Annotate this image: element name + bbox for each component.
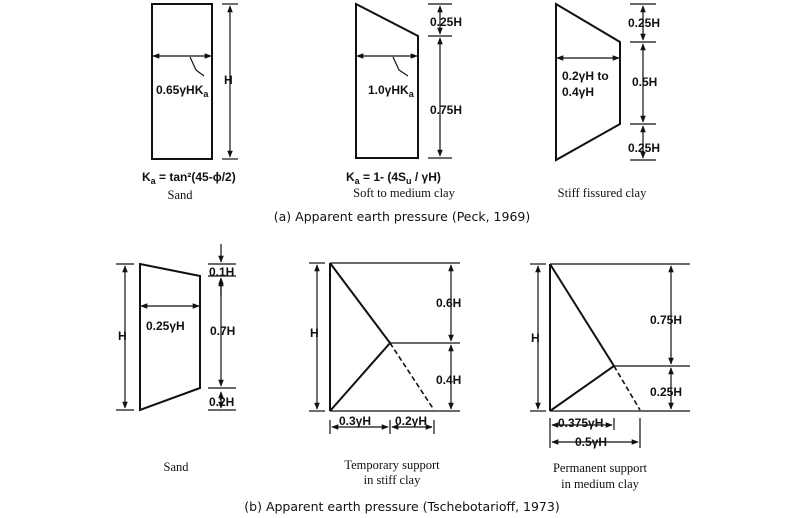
bottom-label: 0.25H: [650, 385, 682, 399]
ka-formula: Ka = tan²(45-ϕ/2): [142, 170, 236, 186]
soil-name: Sand: [168, 188, 194, 202]
dashed-extension: [613, 365, 641, 411]
pressure-label: 1.0γHKa: [368, 83, 415, 99]
peck-sand-diagram: 0.65γHKa H Ka = tan²(45-ϕ/2) Sand: [142, 3, 238, 202]
part-b-caption: (b) Apparent earth pressure (Tschebotari…: [244, 499, 559, 514]
bottom-label: 0.2H: [209, 395, 234, 409]
height-label: H: [310, 326, 319, 340]
tschebotarioff-temp-support-diagram: H 0.6H 0.4H 0.3γH 0.2γH Temporary suppor…: [309, 262, 461, 487]
pressure-label: 0.65γHKa: [156, 83, 209, 99]
peck-soft-clay-diagram: 1.0γHKa 0.25H 0.75H Ka = 1- (4Su / γH) S…: [346, 2, 462, 200]
support-name-line1: Temporary support: [344, 458, 440, 472]
height-label: H: [224, 73, 233, 87]
width2-label: 0.2γH: [395, 414, 427, 428]
tschebotarioff-perm-support-diagram: H 0.75H 0.25H 0.375γH 0.5γH Permanent su…: [530, 263, 690, 491]
middle-label: 0.7H: [210, 324, 235, 338]
part-a-caption: (a) Apparent earth pressure (Peck, 1969): [274, 209, 530, 224]
tschebotarioff-sand-diagram: H 0.25γH 0.1H 0.7H 0.2H Sand: [116, 244, 236, 474]
pressure-envelope: [329, 262, 392, 412]
width1-label: 0.375γH: [558, 416, 603, 430]
pressure-label-line2: 0.4γH: [562, 85, 594, 99]
support-name-line2: in stiff clay: [364, 473, 421, 487]
peck-stiff-clay-diagram: 0.2γH to 0.4γH 0.25H 0.5H 0.25H Stiff fi…: [555, 2, 660, 200]
top-label: 0.25H: [430, 15, 462, 29]
pressure-trapezoid: [139, 262, 201, 412]
bottom-label: 0.25H: [628, 141, 660, 155]
top-label: 0.25H: [628, 16, 660, 30]
middle-label: 0.5H: [632, 75, 657, 89]
support-name-line2: in medium clay: [561, 477, 640, 491]
leader-line: [189, 56, 205, 77]
top-label: 0.1H: [209, 265, 234, 279]
leader-line: [392, 56, 409, 77]
width2-label: 0.5γH: [575, 435, 607, 449]
width1-label: 0.3γH: [339, 414, 371, 428]
pressure-label: 0.25γH: [146, 319, 185, 333]
top-label: 0.75H: [650, 313, 682, 327]
height-label: H: [531, 331, 540, 345]
height-label: H: [118, 329, 127, 343]
pressure-trapezoid: [555, 2, 621, 162]
top-label: 0.6H: [436, 296, 461, 310]
ka-formula: Ka = 1- (4Su / γH): [346, 170, 441, 186]
soil-name: Stiff fissured clay: [558, 186, 647, 200]
pressure-rectangle: [151, 3, 213, 160]
bottom-label: 0.4H: [436, 373, 461, 387]
pressure-envelope: [549, 263, 616, 412]
soil-name: Sand: [164, 460, 190, 474]
pressure-label-line1: 0.2γH to: [562, 69, 609, 83]
soil-name: Soft to medium clay: [353, 186, 455, 200]
bottom-label: 0.75H: [430, 103, 462, 117]
pressure-trapezoid: [355, 2, 419, 159]
dashed-extension: [389, 342, 435, 411]
support-name-line1: Permanent support: [553, 461, 648, 475]
